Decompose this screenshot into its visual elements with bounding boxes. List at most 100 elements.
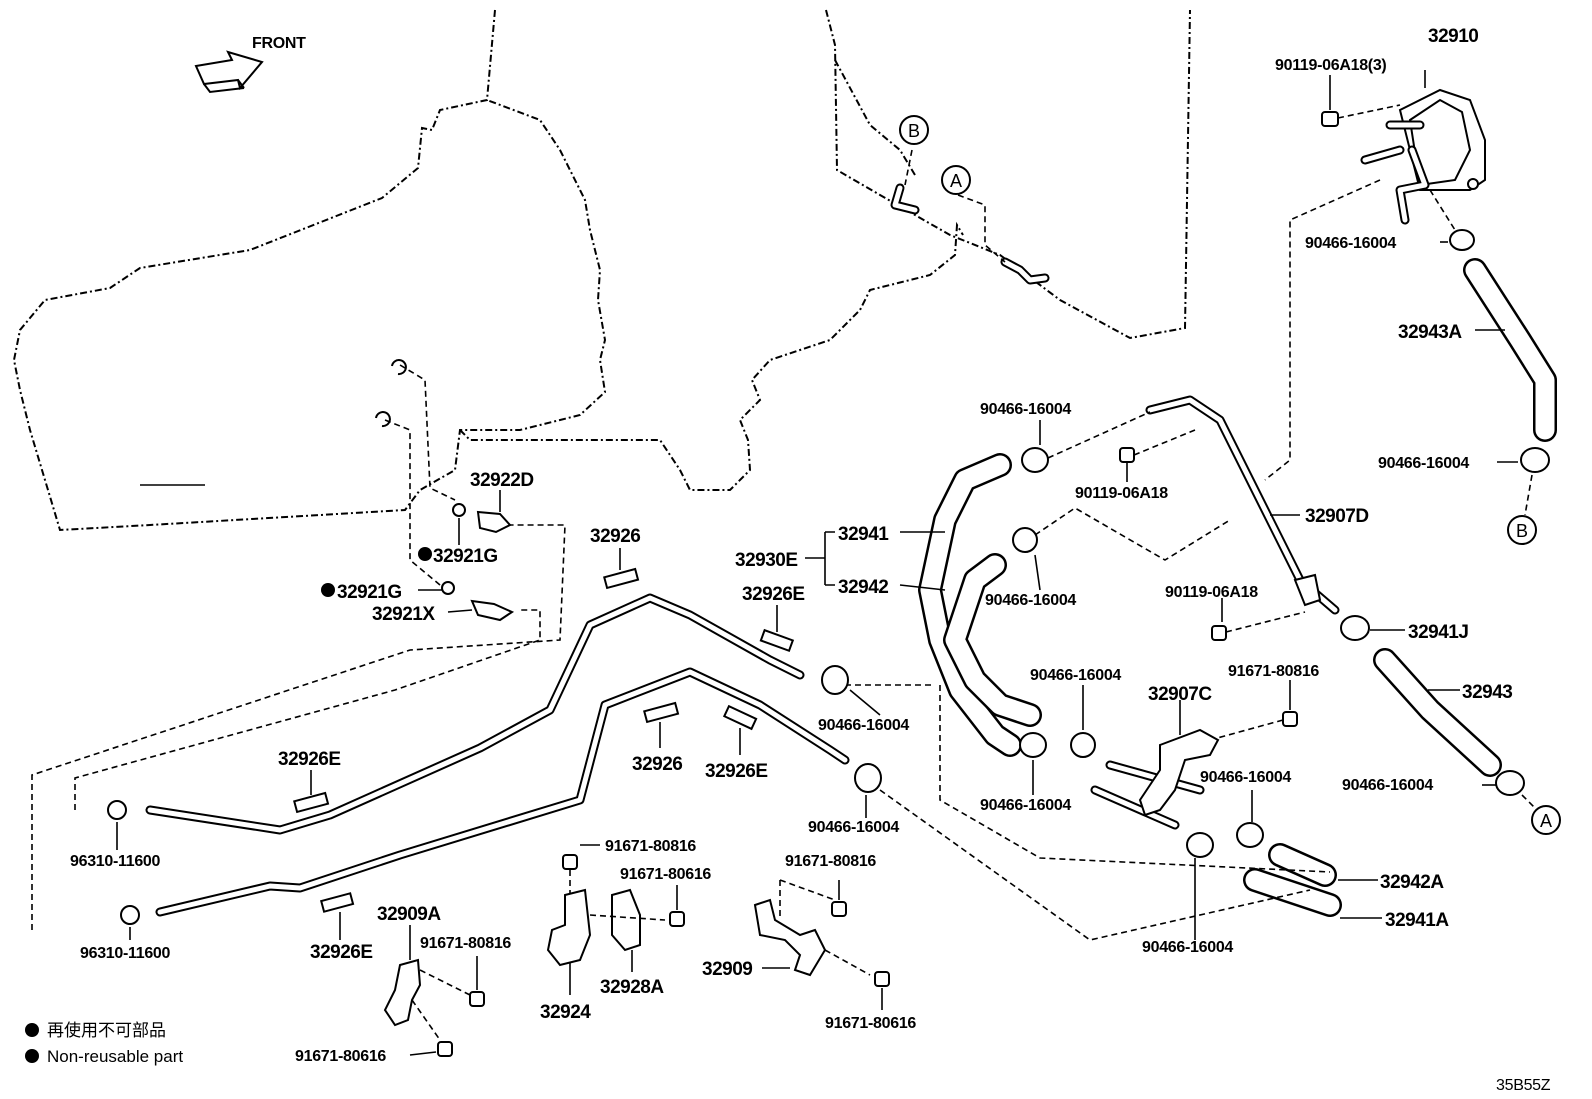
clamp-icon — [1070, 732, 1096, 758]
label-32907C: 32907C — [1148, 684, 1212, 705]
legend-english: Non-reusable part — [47, 1047, 183, 1066]
clamp-icon — [1340, 615, 1370, 641]
label-32941A: 32941A — [1385, 910, 1449, 931]
fitting-icon — [375, 359, 515, 622]
sleeve-32926e-left — [293, 791, 330, 814]
label-91671-80816-mid: 91671-80816 — [605, 838, 696, 855]
label-90466-16004-lower-left: 90466-16004 — [980, 797, 1071, 814]
label-91671-80816-right: 91671-80816 — [1228, 663, 1319, 680]
clamp-icon — [821, 665, 849, 695]
label-32921X: 32921X — [372, 604, 435, 625]
hose-32943 — [1373, 648, 1502, 777]
label-32909A: 32909A — [377, 904, 441, 925]
non-reusable-dot-icon — [25, 1023, 39, 1037]
ref-circle-a-right: A — [1531, 805, 1561, 835]
clamp-icon — [1236, 822, 1264, 848]
clamp-icon — [854, 763, 882, 793]
ref-circle-b-right: B — [1507, 515, 1537, 545]
label-90466-16004-lower-center: 90466-16004 — [1200, 769, 1291, 786]
label-32941J: 32941J — [1408, 622, 1468, 643]
bracket-32924 — [546, 854, 685, 967]
hose-32942a — [1243, 843, 1342, 917]
label-90466-16004-center-col: 90466-16004 — [1030, 667, 1121, 684]
label-32942: 32942 — [838, 577, 888, 598]
bracket-32909 — [753, 879, 890, 987]
label-32930E: 32930E — [735, 550, 798, 571]
sleeve-32926e-mid — [722, 704, 758, 731]
bracket-32909a — [383, 958, 471, 1041]
label-90466-16004-far-right: 90466-16004 — [1342, 777, 1433, 794]
label-91671-80616-low: 91671-80616 — [825, 1015, 916, 1032]
label-90466-16004-right-mid: 90466-16004 — [1378, 455, 1469, 472]
hose-32941 — [918, 453, 1022, 757]
cooler-pipe-lower — [155, 667, 850, 917]
hose-32943a — [1463, 258, 1557, 442]
sleeve-32926e-bottom — [319, 892, 355, 913]
clip-icon — [107, 800, 127, 820]
clamp-icon — [1495, 770, 1536, 809]
clamp-icon — [1186, 832, 1214, 858]
label-90119-06A18-center: 90119-06A18 — [1075, 485, 1168, 502]
legend-japanese: 再使用不可部品 — [47, 1020, 166, 1040]
label-32926E-left: 32926E — [278, 749, 341, 770]
clamp-icon — [1019, 732, 1047, 758]
front-arrow-icon — [194, 50, 264, 94]
label-32926E-bottom: 32926E — [310, 942, 373, 963]
label-32942A: 32942A — [1380, 872, 1444, 893]
label-91671-80816-left: 91671-80816 — [420, 935, 511, 952]
bolt-icon — [469, 991, 485, 1007]
sleeve-32926-top — [603, 567, 640, 590]
label-32926E-top: 32926E — [742, 584, 805, 605]
label-32907D: 32907D — [1305, 506, 1369, 527]
front-label: FRONT — [252, 35, 306, 52]
label-32941: 32941 — [838, 524, 889, 545]
label-90119-06A18-3: 90119-06A18(3) — [1275, 57, 1386, 74]
bracket-32907c — [1090, 728, 1220, 830]
clip-icon — [120, 905, 140, 925]
label-32921G-a: 32921G — [433, 546, 498, 567]
label-32924: 32924 — [540, 1002, 591, 1023]
sleeve-32926-mid — [643, 701, 680, 724]
bolt-icon — [437, 1041, 453, 1057]
label-90466-16004-mid-center: 90466-16004 — [985, 592, 1076, 609]
bolt-icon — [1321, 104, 1401, 127]
transmission-pipe-fittings — [890, 149, 1050, 285]
label-32921G-b: 32921G — [337, 582, 402, 603]
hose-32942 — [943, 553, 1042, 727]
ref-circle-a-top: A — [941, 165, 971, 195]
label-32943: 32943 — [1462, 682, 1512, 703]
svg-text:A: A — [950, 171, 962, 191]
clamp-icon — [1021, 411, 1151, 473]
label-32909: 32909 — [702, 959, 752, 980]
label-91671-80816-lowmid: 91671-80816 — [785, 853, 876, 870]
non-reusable-dot-icon — [418, 547, 432, 561]
label-96310-11600-bottom: 96310-11600 — [80, 945, 171, 962]
label-90466-16004-pipe-end: 90466-16004 — [808, 819, 899, 836]
label-90466-16004-top: 90466-16004 — [1305, 235, 1396, 252]
ref-circle-b-top: B — [899, 115, 929, 145]
bolt-icon — [1119, 429, 1196, 463]
label-90466-16004-bottom-center: 90466-16004 — [1142, 939, 1233, 956]
oil-cooler-32910 — [1360, 88, 1486, 225]
label-32910: 32910 — [1428, 26, 1478, 47]
svg-text:B: B — [908, 121, 920, 141]
label-90119-06A18-right: 90119-06A18 — [1165, 584, 1258, 601]
non-reusable-dot-icon — [321, 583, 335, 597]
non-reusable-dot-icon — [25, 1049, 39, 1063]
pipe-32907d — [1145, 395, 1340, 615]
clamp-icon — [1520, 447, 1550, 516]
label-91671-80616-mid: 91671-80616 — [620, 866, 711, 883]
label-91671-80616-left: 91671-80616 — [295, 1048, 386, 1065]
transmission-outline — [12, 9, 1191, 532]
label-32926E-mid: 32926E — [705, 761, 768, 782]
label-96310-11600-top: 96310-11600 — [70, 853, 161, 870]
cooler-pipe-upper — [145, 593, 805, 835]
label-32926-top: 32926 — [590, 526, 640, 547]
catalog-code: 35B55Z — [1496, 1077, 1551, 1094]
bolt-icon — [1209, 711, 1298, 741]
label-32922D: 32922D — [470, 470, 534, 491]
label-32943A: 32943A — [1398, 322, 1462, 343]
svg-text:A: A — [1540, 811, 1552, 831]
clamp-icon — [1012, 507, 1231, 561]
